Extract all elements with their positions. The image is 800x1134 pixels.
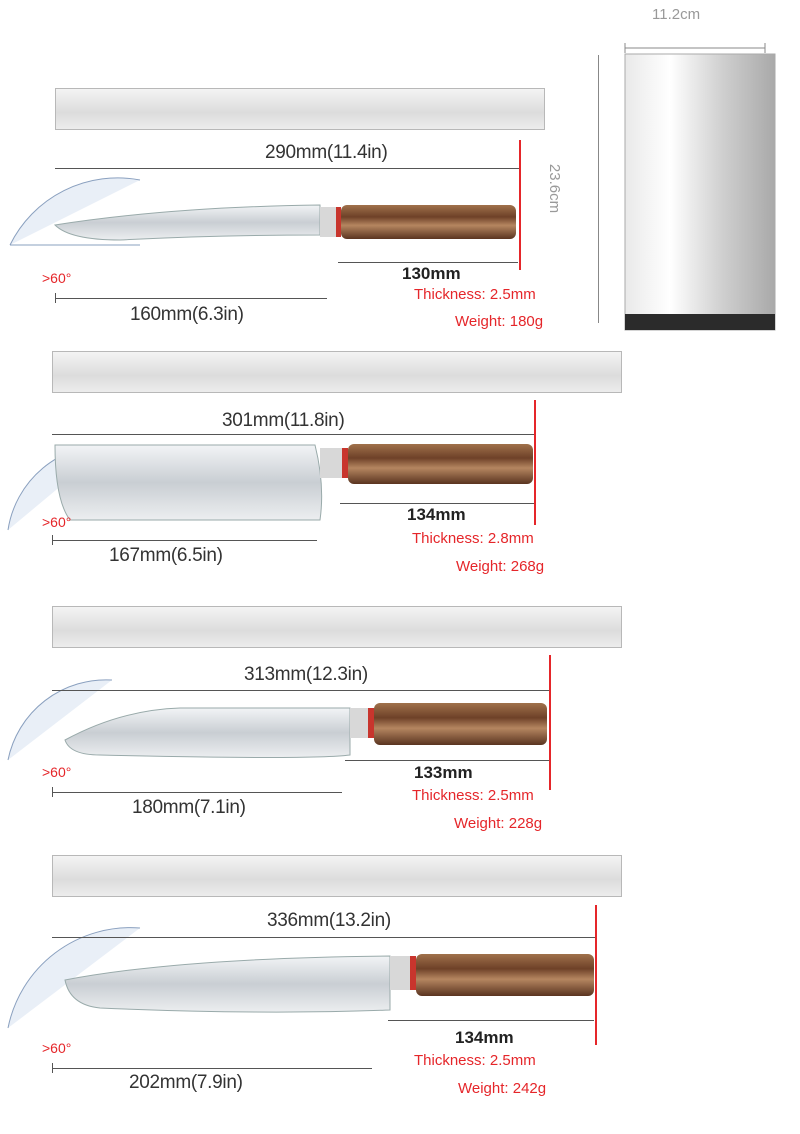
thickness-1: Thickness: 2.5mm [414,286,536,303]
block-height-label: 23.6cm [546,163,564,214]
total-length-3: 313mm(12.3in) [242,664,370,686]
protractor-1 [9,177,141,246]
angle-label-2: >60° [42,514,72,530]
total-line-2 [52,434,534,435]
blade-cap-1 [55,293,56,303]
ruler-2 [52,351,622,393]
blade-cap-4 [52,1063,53,1073]
angle-label-1: >60° [42,270,72,286]
handle-length-1: 130mm [402,264,461,283]
total-length-1: 290mm(11.4in) [263,142,390,164]
handle-length-4: 134mm [455,1028,514,1047]
handle-length-2: 134mm [407,505,466,524]
knife-block [624,43,776,331]
blade-line-3 [52,792,342,793]
blade-length-4: 202mm(7.9in) [127,1072,245,1094]
handle-line-1 [338,262,518,263]
total-line-4 [52,937,596,938]
ruler-1 [55,88,545,130]
total-length-2: 301mm(11.8in) [220,410,347,432]
end-marker-1 [519,140,521,270]
blade-length-1: 160mm(6.3in) [128,304,246,326]
ruler-4 [52,855,622,897]
protractor-4 [7,927,141,1029]
weight-4: Weight: 242g [458,1080,547,1097]
knife-2 [54,444,533,521]
blade-cap-3 [52,787,53,797]
weight-1: Weight: 180g [455,313,544,330]
knife-3 [64,703,547,758]
angle-label-3: >60° [42,764,72,780]
blade-line-2 [52,540,317,541]
total-line-3 [52,690,549,691]
end-marker-2 [534,400,536,525]
blade-length-2: 167mm(6.5in) [107,545,225,567]
end-marker-3 [549,655,551,790]
total-line-1 [55,168,520,169]
total-length-4: 336mm(13.2in) [265,910,393,932]
blade-cap-2 [52,535,53,545]
weight-2: Weight: 268g [456,558,545,575]
handle-line-2 [340,503,534,504]
block-height-line [598,55,599,323]
thickness-2: Thickness: 2.8mm [412,530,534,547]
knife-4 [64,954,594,1013]
handle-line-4 [388,1020,594,1021]
knife-1 [53,204,516,241]
blade-length-3: 180mm(7.1in) [130,797,248,819]
ruler-3 [52,606,622,648]
block-width-label: 11.2cm [652,6,701,23]
end-marker-4 [595,905,597,1045]
angle-label-4: >60° [42,1040,72,1056]
blade-line-1 [55,298,327,299]
protractor-3 [7,679,113,761]
blade-line-4 [52,1068,372,1069]
weight-3: Weight: 228g [454,815,543,832]
thickness-4: Thickness: 2.5mm [414,1052,536,1069]
handle-line-3 [345,760,549,761]
thickness-3: Thickness: 2.5mm [412,787,534,804]
handle-length-3: 133mm [414,763,473,782]
